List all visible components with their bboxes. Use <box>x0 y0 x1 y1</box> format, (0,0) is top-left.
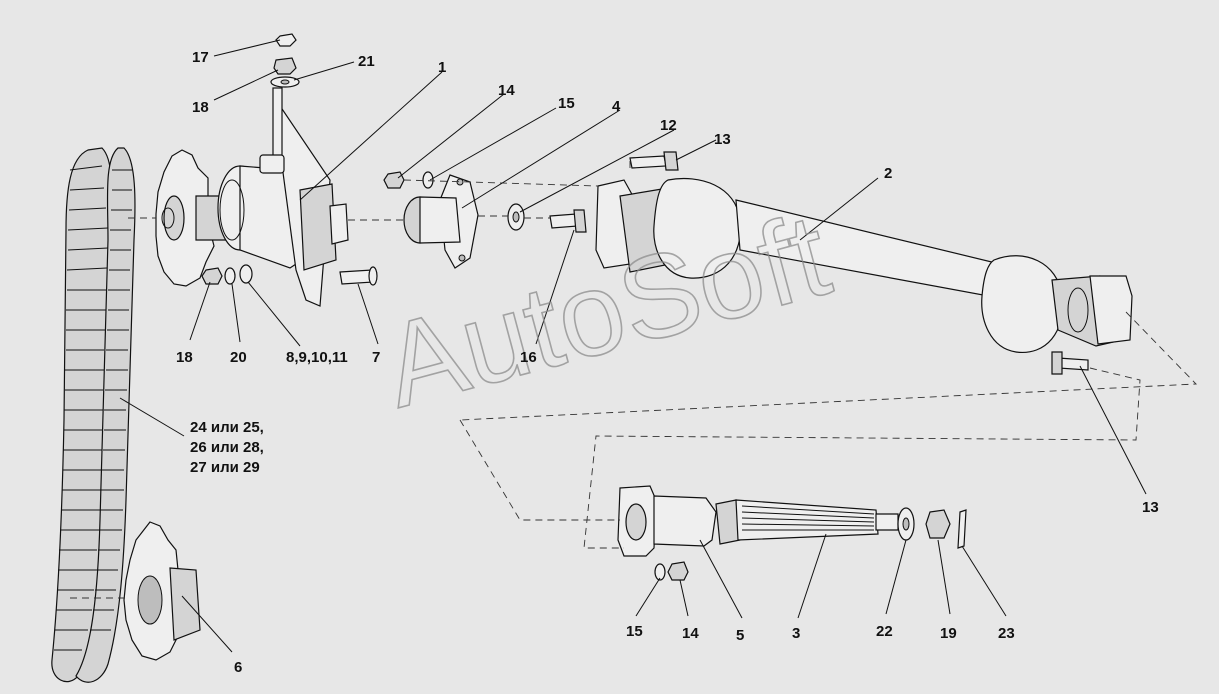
lower-sprocket <box>123 521 201 661</box>
callout-23: 23 <box>998 625 1015 642</box>
nut-washer-top <box>383 171 434 189</box>
gearbox-housing <box>195 87 349 307</box>
assembly-axes <box>70 160 1198 599</box>
bolt-16 <box>549 209 587 233</box>
callout-8-11: 8,9,10,11 <box>286 349 348 366</box>
callout-21: 21 <box>358 53 375 70</box>
callout-chain-line3: 27 или 29 <box>190 459 260 476</box>
callout-5: 5 <box>736 627 744 644</box>
callout-16: 16 <box>520 349 537 366</box>
bolt-13-top <box>629 151 679 171</box>
callout-15-bottom: 15 <box>626 623 643 640</box>
callout-6: 6 <box>234 659 242 676</box>
top-fasteners <box>270 33 300 88</box>
callout-1: 1 <box>438 59 446 76</box>
callout-2: 2 <box>884 165 892 182</box>
callout-18-top: 18 <box>192 99 209 116</box>
callout-chain-line2: 26 или 28, <box>190 439 264 456</box>
lower-flange <box>617 485 717 557</box>
callout-7: 7 <box>372 349 380 366</box>
lower-nut-washer <box>654 561 689 581</box>
callout-3: 3 <box>792 625 800 642</box>
callout-14-top: 14 <box>498 82 515 99</box>
splined-shaft <box>715 499 899 545</box>
callout-17: 17 <box>192 49 209 66</box>
callouts: 17 21 18 1 14 15 4 12 13 2 18 20 8,9,10,… <box>176 49 1159 676</box>
leader-lines <box>119 39 1147 653</box>
upper-sprocket <box>155 149 215 287</box>
spacer-washer <box>507 203 525 231</box>
callout-4: 4 <box>612 98 621 115</box>
callout-13-right: 13 <box>1142 499 1159 516</box>
flange-hub <box>403 174 479 269</box>
lower-washer-nut-pin <box>897 507 967 549</box>
callout-14-bottom: 14 <box>682 625 699 642</box>
lower-fasteners <box>201 264 378 286</box>
callout-15-top: 15 <box>558 95 575 112</box>
callout-18-bottom: 18 <box>176 349 193 366</box>
cardan-shaft <box>595 177 1133 353</box>
callout-12: 12 <box>660 117 677 134</box>
callout-13-top: 13 <box>714 131 731 148</box>
roller-chain <box>51 147 136 683</box>
callout-20: 20 <box>230 349 247 366</box>
callout-19: 19 <box>940 625 957 642</box>
callout-22: 22 <box>876 623 893 640</box>
callout-chain-line1: 24 или 25, <box>190 419 264 436</box>
